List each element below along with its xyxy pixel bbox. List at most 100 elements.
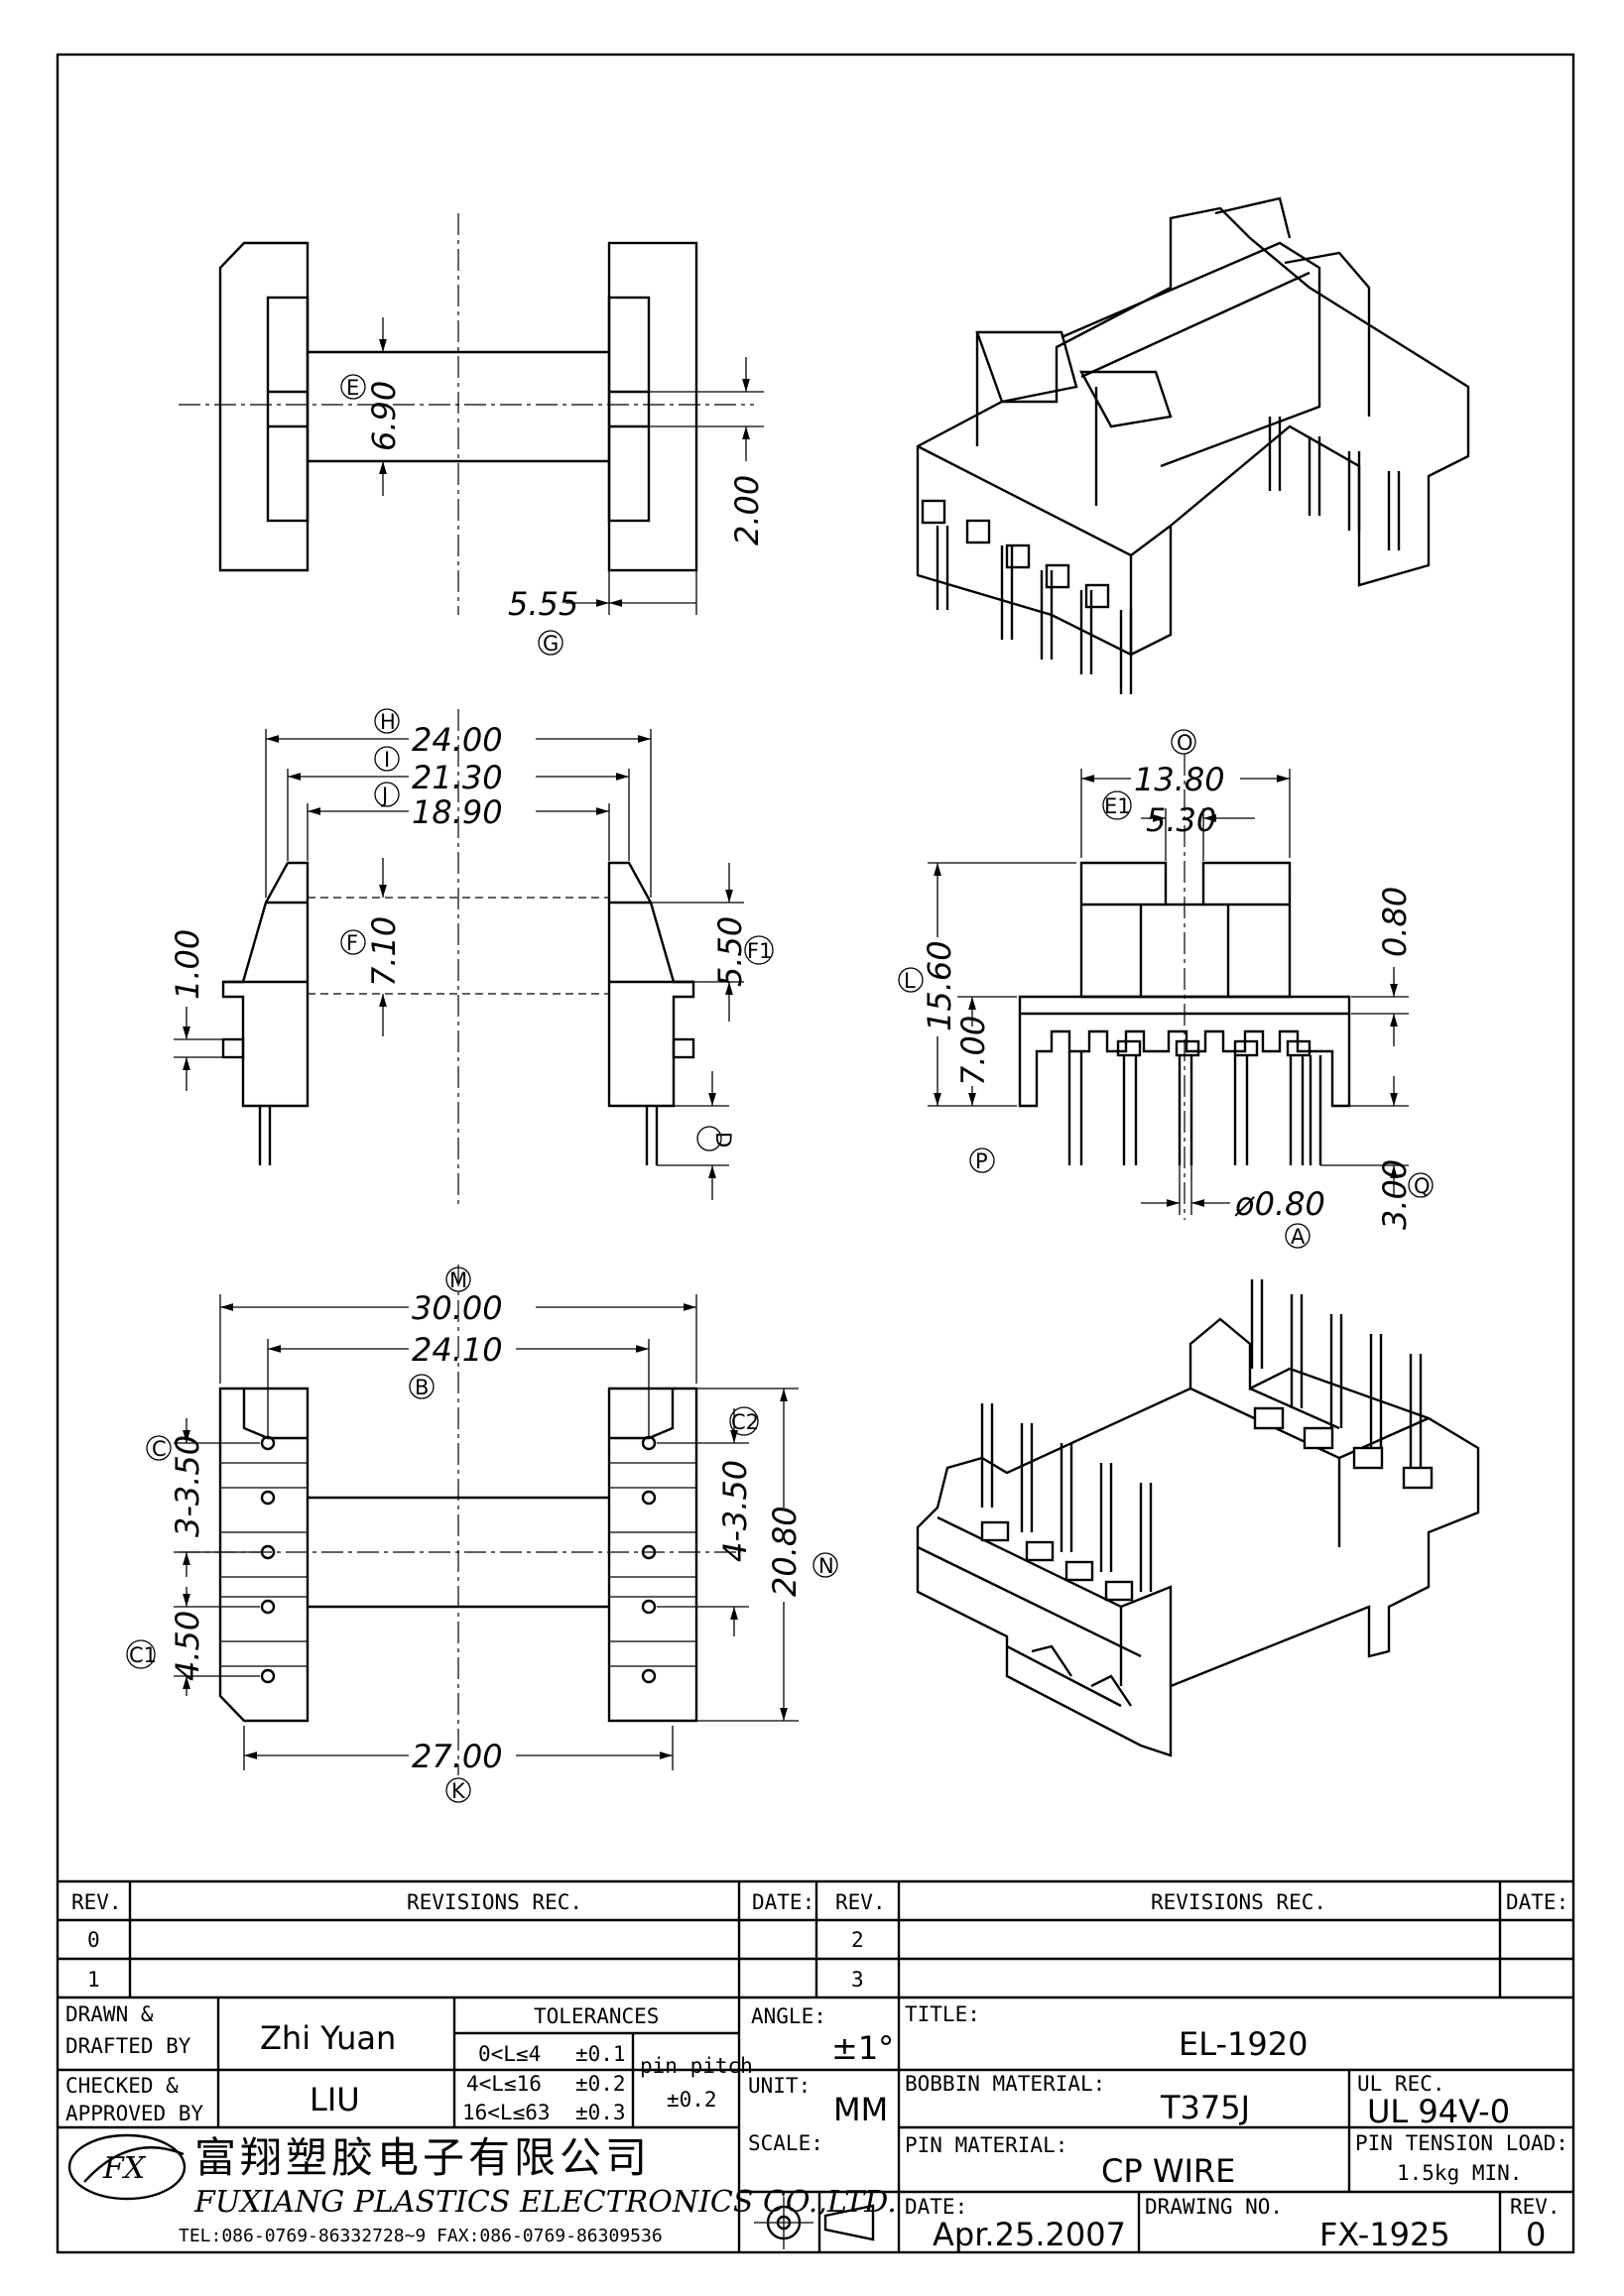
checked-label-2: APPROVED BY xyxy=(65,2102,203,2125)
checked-label-1: CHECKED & xyxy=(65,2074,179,2098)
dim-2-value: 2.00 xyxy=(728,475,766,545)
drawn-label-1: DRAWN & xyxy=(65,2002,154,2026)
isometric-view-top xyxy=(916,196,1470,694)
logo-text: FX xyxy=(102,2151,147,2186)
isometric-view-bottom xyxy=(916,1279,1480,1757)
dim-c2-value: 4-3.50 xyxy=(716,1460,754,1562)
dim-l-value: 15.60 xyxy=(921,940,958,1031)
title-value: EL-1920 xyxy=(1179,2025,1308,2063)
company-name-cn: 富翔塑胶电子有限公司 xyxy=(194,2133,651,2182)
dim-q-value: 3.00 xyxy=(1376,1159,1414,1230)
label-d: D xyxy=(711,1132,735,1148)
dim-1-value: 1.00 xyxy=(169,929,206,1000)
title-label: TITLE: xyxy=(905,2002,980,2026)
dim-o-value: 13.80 xyxy=(1134,761,1225,798)
dim-m-value: 30.00 xyxy=(412,1289,503,1327)
dim-f-value: 7.10 xyxy=(365,916,403,987)
label-e: E xyxy=(346,376,359,400)
pin-tension-label: PIN TENSION LOAD: xyxy=(1355,2131,1568,2155)
tolerance-range-1: 4<L≤16 xyxy=(466,2072,542,2096)
rev-header-left: REV. xyxy=(71,1890,122,1914)
dim-f1-value: 5.50 xyxy=(711,916,749,987)
label-q: Q xyxy=(1414,1174,1431,1198)
label-f1: F1 xyxy=(747,939,772,963)
pin-pitch-label: pin pitch xyxy=(640,2054,753,2078)
front-view: 24.00 H 21.30 I 18.90 J 7.10 F 5.50 F1 xyxy=(169,708,774,1205)
label-h: H xyxy=(380,710,396,734)
rev-label-bottom: REV. xyxy=(1510,2195,1561,2219)
tolerance-value-2: ±0.3 xyxy=(575,2101,626,2124)
bobbin-material-value: T375J xyxy=(1160,2089,1250,2126)
angle-value: ±1° xyxy=(831,2029,894,2067)
ul-rec-value: UL 94V-0 xyxy=(1367,2093,1510,2130)
date-header-left: DATE: xyxy=(752,1890,814,1914)
ul-rec-label: UL REC. xyxy=(1357,2072,1445,2096)
dim-c1-value: 4.50 xyxy=(169,1611,206,1681)
revisions-header-left: REVISIONS REC. xyxy=(407,1890,582,1914)
side-view: 13.80 O 5.30 E1 15.60 L 7.00 P 0.80 xyxy=(898,729,1434,1249)
dim-c-value: 3-3.50 xyxy=(169,1435,206,1537)
date-header-right: DATE: xyxy=(1506,1890,1568,1914)
company-name-en: FUXIANG PLASTICS ELECTRONICS CO.,LTD. xyxy=(193,2185,897,2220)
pin-pitch-value: ±0.2 xyxy=(667,2088,717,2112)
angle-label: ANGLE: xyxy=(751,2004,826,2028)
rev-row-2: 2 xyxy=(851,1928,864,1952)
revisions-header-right: REVISIONS REC. xyxy=(1151,1890,1326,1914)
title-block: REV. REVISIONS REC. DATE: REV. REVISIONS… xyxy=(58,1879,1573,2253)
tolerances-label: TOLERANCES xyxy=(534,2004,659,2028)
label-a: A xyxy=(1291,1225,1306,1249)
scale-label: SCALE: xyxy=(748,2131,823,2155)
dim-08-value: 0.80 xyxy=(1376,887,1414,957)
label-o: O xyxy=(1177,731,1193,755)
pin-tension-value: 1.5kg MIN. xyxy=(1397,2161,1522,2185)
drawing-no-value: FX-1925 xyxy=(1319,2216,1450,2253)
tolerance-range-2: 16<L≤63 xyxy=(462,2101,551,2124)
pin-material-label: PIN MATERIAL: xyxy=(905,2133,1067,2157)
dim-h-value: 24.00 xyxy=(412,721,503,759)
projection-symbol xyxy=(754,2197,875,2249)
sheet-border xyxy=(56,53,1575,2254)
bottom-view: 30.00 M 24.10 B 3-3.50 C 4.50 C1 4-3.50 xyxy=(126,1265,838,1803)
dim-e1-value: 5.30 xyxy=(1146,801,1216,839)
label-j: J xyxy=(380,784,388,807)
dim-i-value: 21.30 xyxy=(412,759,503,796)
label-l: L xyxy=(904,969,916,993)
top-view: 6.90 E 2.00 5.55 G xyxy=(179,213,766,656)
pin-material-value: CP WIRE xyxy=(1101,2152,1235,2190)
dim-g-value: 5.55 xyxy=(508,585,578,623)
date-value: Apr.25.2007 xyxy=(933,2216,1126,2253)
label-c1: C1 xyxy=(129,1643,157,1667)
tolerance-value-0: ±0.1 xyxy=(575,2042,626,2066)
dim-b-value: 24.10 xyxy=(412,1331,503,1369)
label-e1: E1 xyxy=(1104,794,1131,818)
drawing-no-label: DRAWING NO. xyxy=(1145,2195,1283,2219)
drawn-label-2: DRAFTED BY xyxy=(65,2034,191,2058)
dim-k-value: 27.00 xyxy=(412,1738,503,1775)
dim-7-value: 7.00 xyxy=(954,1016,992,1086)
bobbin-material-label: BOBBIN MATERIAL: xyxy=(905,2072,1105,2096)
unit-label: UNIT: xyxy=(748,2074,811,2098)
tolerance-value-1: ±0.2 xyxy=(575,2072,626,2096)
label-c: C xyxy=(152,1437,167,1461)
label-c2: C2 xyxy=(731,1410,759,1434)
label-p: P xyxy=(975,1149,988,1173)
drawn-by: Zhi Yuan xyxy=(260,2019,396,2057)
rev-value-bottom: 0 xyxy=(1526,2216,1546,2253)
tolerance-range-0: 0<L≤4 xyxy=(478,2042,541,2066)
dim-n-value: 20.80 xyxy=(766,1506,804,1597)
rev-row-1: 1 xyxy=(87,1968,100,1992)
checked-by: LIU xyxy=(310,2081,360,2118)
dim-pin-value: ø0.80 xyxy=(1234,1185,1325,1223)
label-f: F xyxy=(346,931,358,955)
rev-header-right: REV. xyxy=(835,1890,886,1914)
label-k: K xyxy=(451,1779,466,1803)
unit-value: MM xyxy=(833,2091,888,2128)
company-tel-fax: TEL:086-0769-86332728~9 FAX:086-0769-863… xyxy=(179,2226,663,2246)
dim-e-value: 6.90 xyxy=(365,381,403,451)
company-logo: FX xyxy=(67,2133,187,2201)
dim-j-value: 18.90 xyxy=(412,793,503,831)
rev-row-0: 0 xyxy=(87,1928,100,1952)
label-m: M xyxy=(449,1269,467,1292)
date-label: DATE: xyxy=(905,2195,967,2219)
label-n: N xyxy=(818,1554,834,1578)
